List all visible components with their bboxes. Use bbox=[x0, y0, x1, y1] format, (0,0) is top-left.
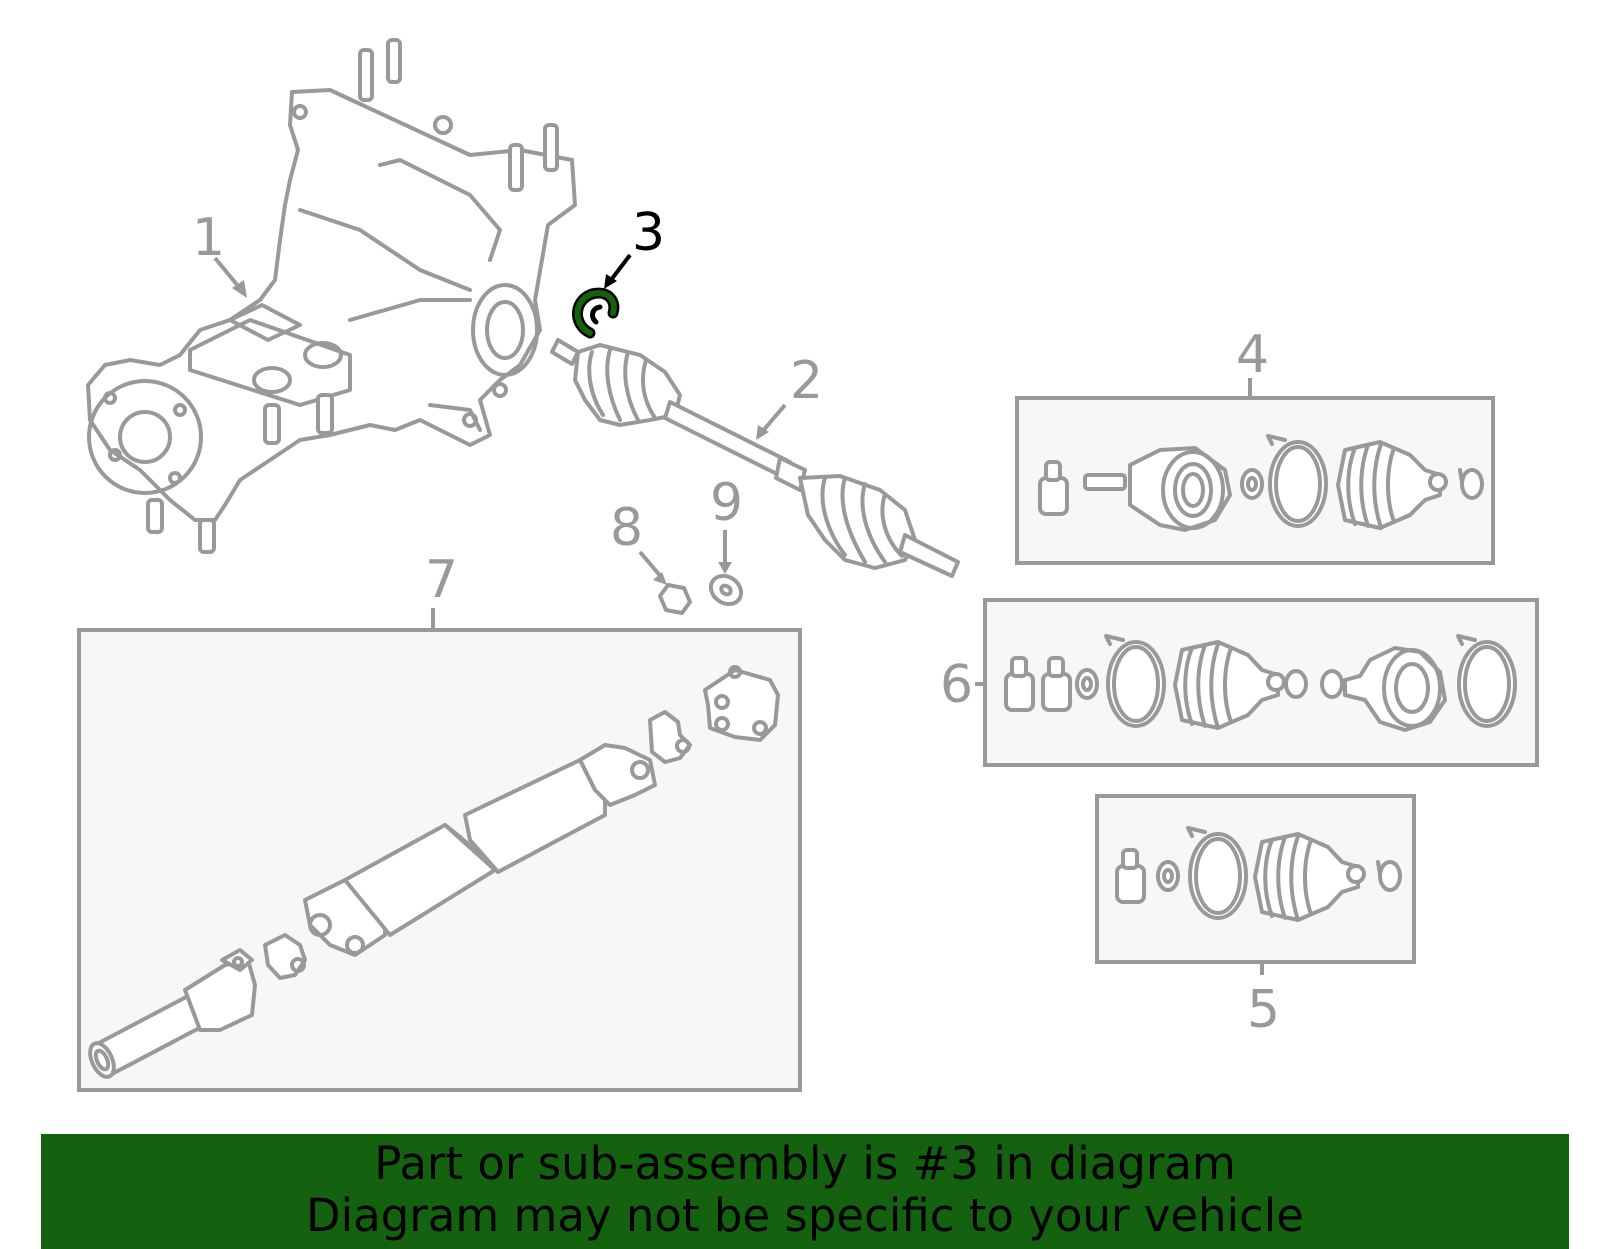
box-7-contents bbox=[88, 665, 780, 1079]
leader-8 bbox=[638, 550, 664, 580]
callout-9: 9 bbox=[710, 473, 743, 533]
parts-diagram: 1 3 2 8 9 4 bbox=[77, 38, 1539, 1092]
part-1-differential-carrier[interactable] bbox=[86, 38, 577, 554]
arrow-3 bbox=[604, 274, 617, 289]
callout-8: 8 bbox=[610, 498, 643, 558]
callout-6: 6 bbox=[940, 655, 973, 715]
arrow-8 bbox=[653, 572, 667, 585]
part-8-nut[interactable] bbox=[658, 583, 692, 615]
leader-3 bbox=[609, 253, 632, 282]
arrow-9 bbox=[718, 562, 732, 574]
callout-2: 2 bbox=[790, 351, 823, 411]
box-6-contents bbox=[1004, 634, 1517, 732]
part-3-snap-ring[interactable] bbox=[572, 287, 620, 339]
leader-2 bbox=[760, 403, 787, 434]
part-9-washer[interactable] bbox=[705, 570, 746, 610]
arrow-1 bbox=[232, 280, 247, 298]
banner-line-2: Diagram may not be specific to your vehi… bbox=[306, 1189, 1304, 1242]
arrow-2 bbox=[756, 425, 769, 440]
callout-1: 1 bbox=[192, 208, 225, 268]
box-5-contents bbox=[1115, 826, 1402, 922]
info-banner: Part or sub-assembly is #3 in diagram Di… bbox=[41, 1134, 1569, 1249]
banner-line-1: Part or sub-assembly is #3 in diagram bbox=[374, 1137, 1236, 1190]
box-4-contents bbox=[1038, 434, 1484, 532]
callout-4: 4 bbox=[1236, 325, 1269, 385]
callout-3: 3 bbox=[632, 203, 665, 263]
part-2-axle-shaft[interactable] bbox=[550, 338, 960, 578]
callout-5: 5 bbox=[1247, 980, 1280, 1040]
callout-7: 7 bbox=[425, 550, 458, 610]
